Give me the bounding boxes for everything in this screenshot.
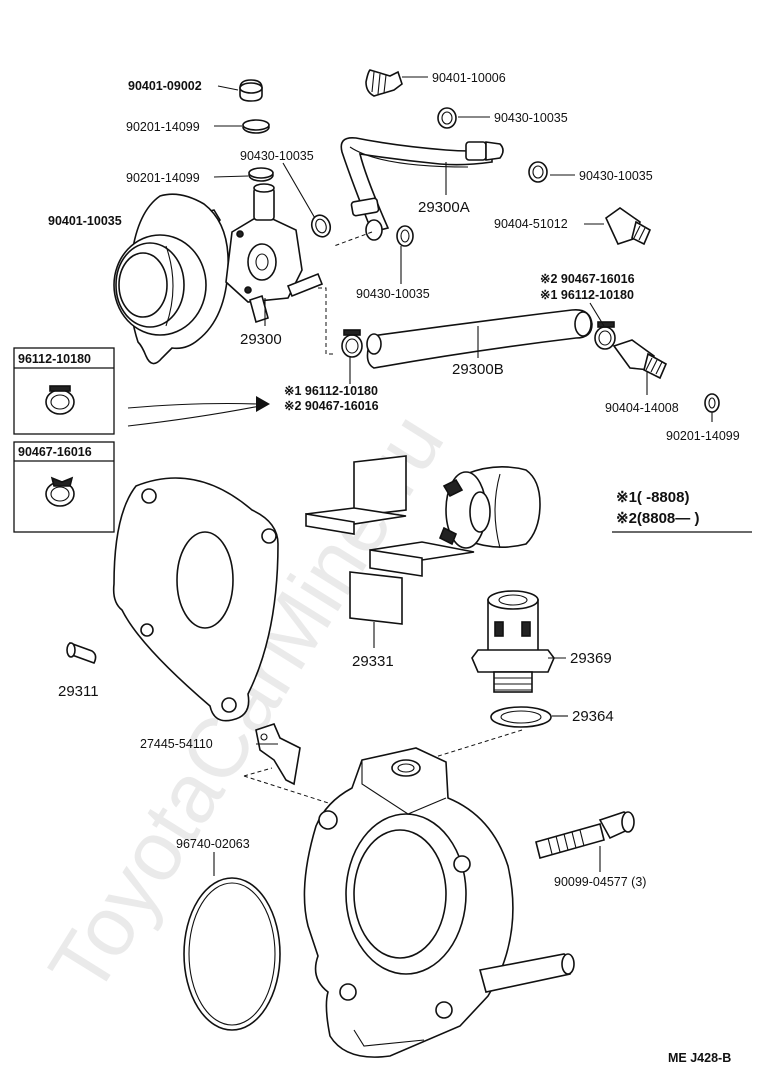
label-29331: 29331 — [352, 653, 394, 670]
washer-90201-14099-b — [248, 167, 274, 182]
label-90430-10035-d: 90430-10035 — [356, 287, 430, 301]
plug-90401-09002 — [239, 79, 263, 102]
gasket-90430-10035-a — [310, 214, 332, 238]
footer-code: ME J428-B — [668, 1051, 731, 1065]
union-90404-14008 — [612, 339, 668, 380]
label-90201-14099-b: 90201-14099 — [126, 171, 200, 185]
union-90404-51012 — [604, 207, 652, 246]
label-27445-54110: 27445-54110 — [140, 737, 213, 751]
clamp-left — [341, 329, 363, 358]
washer-90201-14099-c — [704, 393, 720, 413]
label-star2-90467-16016-a: ※2 90467-16016 — [540, 272, 635, 286]
gasket-90430-10035-b — [437, 107, 457, 129]
label-29364: 29364 — [572, 708, 614, 725]
pump-housing — [303, 747, 575, 1058]
vanes-29331 — [305, 455, 475, 625]
label-star1-96112-10180-b: ※1 96112-10180 — [284, 384, 378, 398]
label-29300B: 29300B — [452, 361, 504, 378]
gasket-90430-10035-c — [528, 161, 548, 183]
clamp-right — [594, 321, 616, 350]
legend-box-96112-10180: 96112-10180 — [13, 347, 115, 435]
label-90430-10035-b: 90430-10035 — [494, 111, 568, 125]
vacuum-pump-29300 — [113, 183, 324, 365]
washer-90201-14099-a — [242, 119, 270, 134]
label-29300A: 29300A — [418, 199, 470, 216]
union-bolt-90401-10006 — [365, 69, 403, 97]
label-29369: 29369 — [570, 650, 612, 667]
hose-29300A — [340, 136, 504, 241]
note-line-2: ※2(8808— ) — [616, 510, 699, 527]
label-29311: 29311 — [58, 683, 99, 700]
label-90401-10035: 90401-10035 — [48, 214, 122, 228]
label-90430-10035-c: 90430-10035 — [579, 169, 653, 183]
notes-block: ※1( -8808) ※2(8808— ) — [612, 489, 752, 533]
label-90201-14099-a: 90201-14099 — [126, 120, 200, 134]
label-90430-10035-a: 90430-10035 — [240, 149, 314, 163]
check-valve-29369 — [471, 590, 555, 693]
label-star2-90467-16016-b: ※2 90467-16016 — [284, 399, 379, 413]
rotor — [438, 466, 541, 549]
legend-box-90467-16016: 90467-16016 — [13, 441, 115, 533]
legend-label-96112-10180: 96112-10180 — [18, 352, 91, 366]
o-ring-96740-02063 — [183, 877, 281, 1031]
gasket-plate — [112, 477, 279, 722]
label-90404-51012: 90404-51012 — [494, 217, 568, 231]
label-96740-02063: 96740-02063 — [176, 837, 250, 851]
bracket-27445-54110 — [255, 723, 301, 786]
label-90401-09002: 90401-09002 — [128, 79, 202, 93]
hose-29300B — [366, 308, 593, 369]
bolt-90099-04577 — [535, 811, 635, 859]
reference-arrow — [127, 396, 270, 427]
label-90404-14008: 90404-14008 — [605, 401, 679, 415]
label-90401-10006: 90401-10006 — [432, 71, 506, 85]
label-90201-14099-c: 90201-14099 — [666, 429, 740, 443]
label-star1-96112-10180-a: ※1 96112-10180 — [540, 288, 634, 302]
gasket-29364 — [490, 706, 552, 728]
label-29300: 29300 — [240, 331, 282, 348]
label-90099-04577: 90099-04577 (3) — [554, 875, 646, 889]
note-line-1: ※1( -8808) — [616, 489, 689, 506]
pin-29311 — [66, 642, 97, 664]
legend-label-90467-16016: 90467-16016 — [18, 445, 92, 459]
gasket-90430-10035-d — [396, 225, 414, 247]
